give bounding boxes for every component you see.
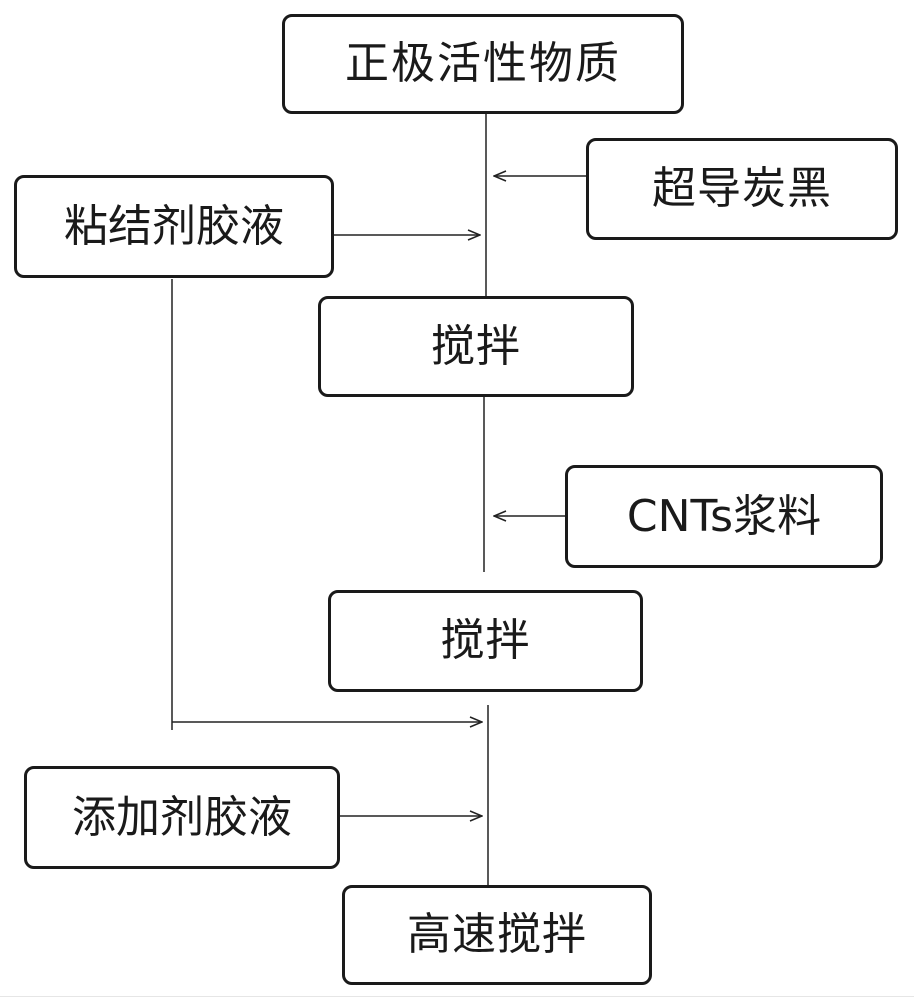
cathode-active-material-label: 正极活性物质 (345, 38, 621, 89)
high-speed-stir-box: 高速搅拌 (342, 885, 652, 985)
bottom-rule (0, 996, 914, 997)
cathode-active-material-box: 正极活性物质 (282, 14, 684, 114)
stir-2-box: 搅拌 (328, 590, 643, 692)
binder-glue-label: 粘结剂胶液 (64, 200, 284, 252)
carbon-black-label: 超导炭黑 (652, 163, 832, 214)
stir-2-label: 搅拌 (440, 615, 531, 666)
stir-1-box: 搅拌 (318, 296, 634, 397)
binder-glue-box: 粘结剂胶液 (14, 175, 334, 278)
cnts-slurry-label: CNTs浆料 (626, 490, 822, 542)
carbon-black-box: 超导炭黑 (586, 138, 898, 240)
stir-1-label: 搅拌 (431, 320, 521, 372)
cnts-slurry-box: CNTs浆料 (565, 465, 883, 568)
high-speed-stir-label: 高速搅拌 (407, 909, 587, 960)
additive-glue-label: 添加剂胶液 (72, 791, 292, 843)
additive-glue-box: 添加剂胶液 (24, 766, 340, 869)
